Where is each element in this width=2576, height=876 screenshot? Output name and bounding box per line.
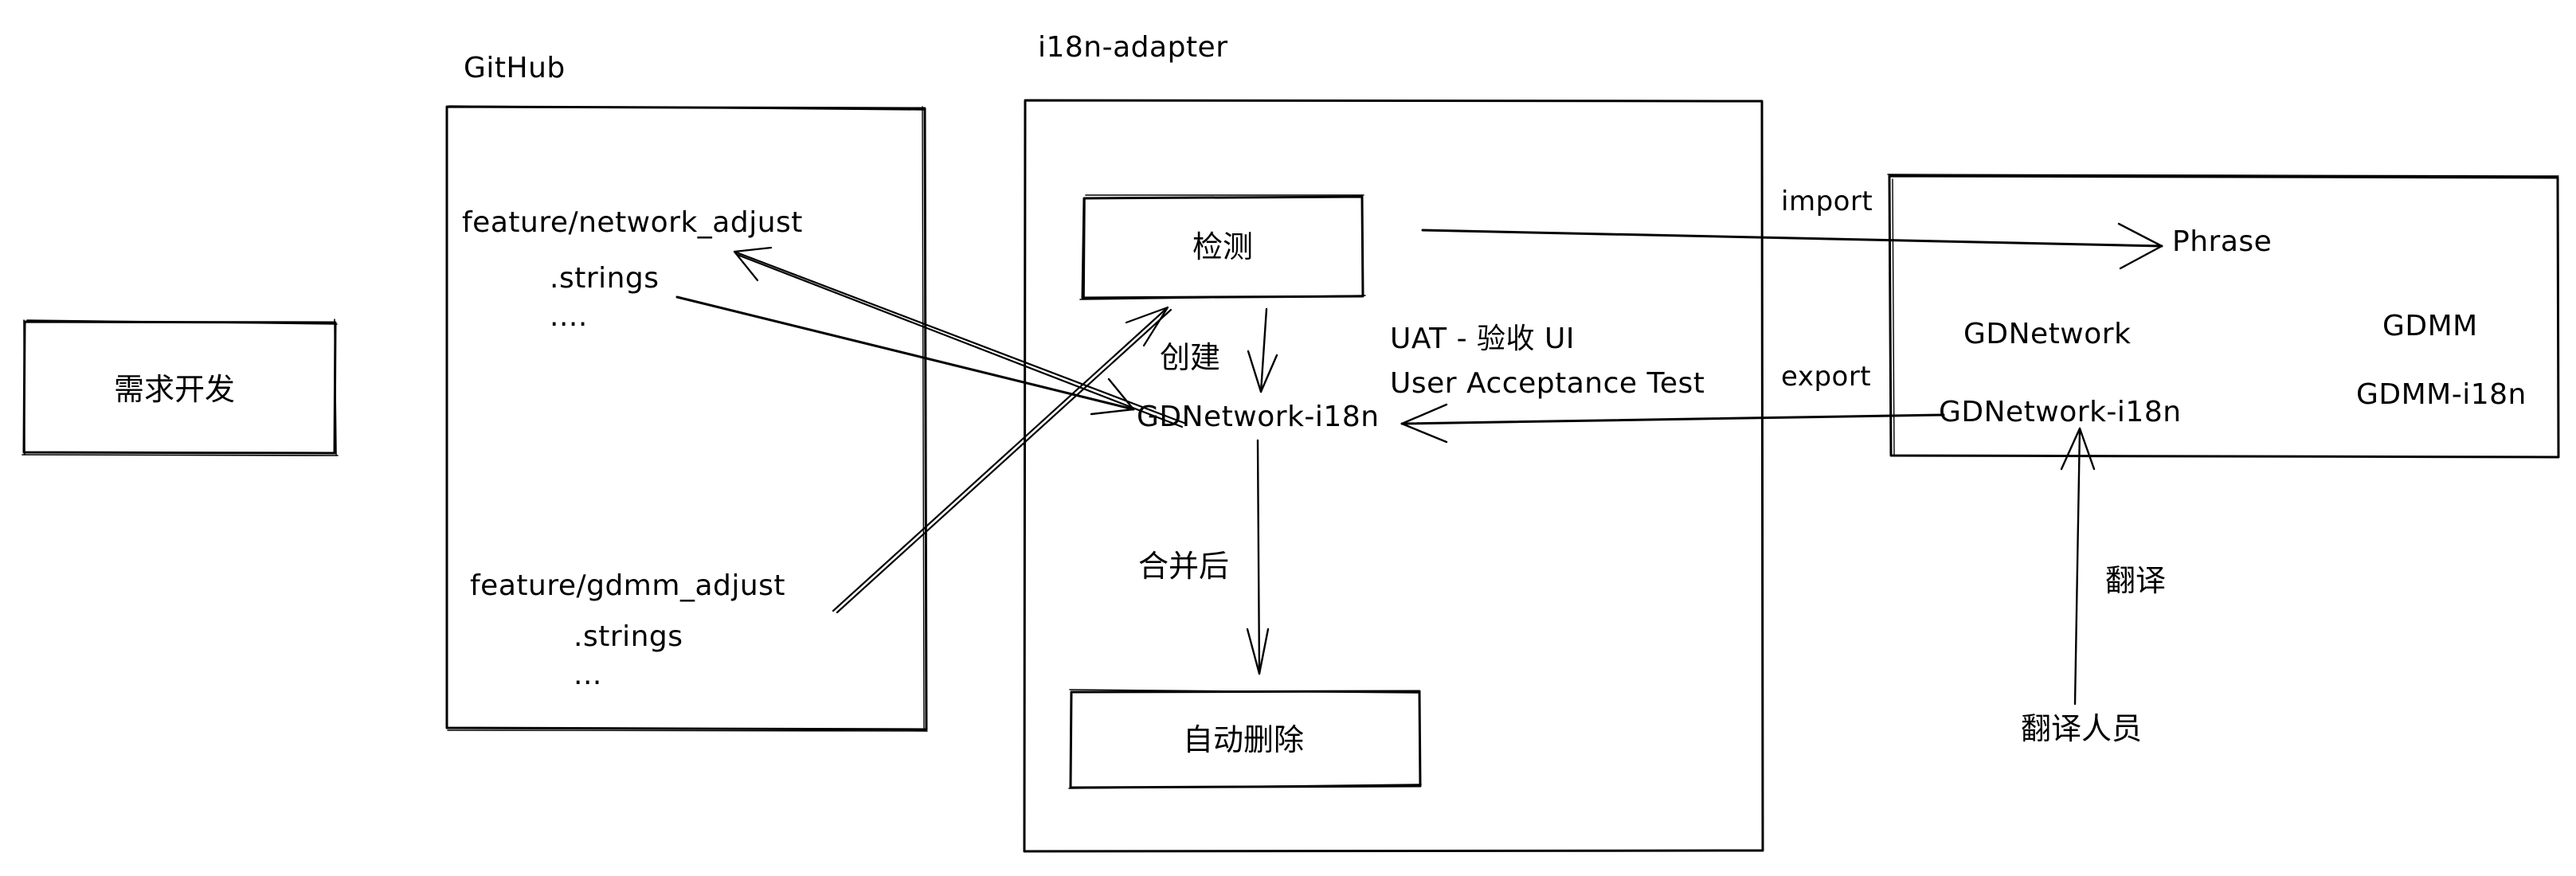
- translate-action-label: 翻译: [2105, 563, 2167, 598]
- phrase-project-gdnetwork[interactable]: GDNetwork: [1963, 318, 2132, 350]
- branch-network-name[interactable]: feature/network_adjust: [462, 206, 803, 239]
- uat-line2: User Acceptance Test: [1390, 367, 1705, 400]
- branch-network-more: ....: [550, 300, 588, 333]
- merge-label: 合并后: [1138, 549, 1230, 584]
- adapter-title: i18n-adapter: [1038, 31, 1228, 64]
- branch-gdmm-name[interactable]: feature/gdmm_adjust: [470, 569, 786, 602]
- arrow-create-to-network-branch: [733, 246, 1188, 428]
- arrow-gdmm-branch-to-detect: [832, 306, 1173, 614]
- arrow-detect-to-repo: [1247, 307, 1278, 393]
- phrase-project-gdnetwork-i18n[interactable]: GDNetwork-i18n: [1939, 396, 2182, 428]
- delete-box[interactable]: [1068, 689, 1422, 789]
- arrow-repo-to-delete: [1246, 439, 1270, 675]
- import-label: import: [1781, 186, 1873, 217]
- requirement-box-label: 需求开发: [114, 372, 236, 407]
- phrase-project-gdmm[interactable]: GDMM: [2382, 310, 2478, 342]
- delete-box-label: 自动删除: [1183, 722, 1305, 757]
- create-label: 创建: [1160, 340, 1221, 375]
- adapter-repo-label[interactable]: GDNetwork-i18n: [1137, 401, 1380, 433]
- branch-network-file: .strings: [550, 262, 660, 295]
- detect-box-label: 检测: [1192, 229, 1254, 264]
- phrase-title: Phrase: [2172, 225, 2273, 258]
- export-label: export: [1781, 361, 1872, 393]
- github-title: GitHub: [464, 52, 566, 84]
- adapter-box: [1023, 99, 1764, 853]
- arrow-export-to-repo: [1400, 403, 1945, 444]
- github-box: [445, 105, 928, 732]
- phrase-project-gdmm-i18n[interactable]: GDMM-i18n: [2356, 378, 2527, 411]
- arrow-strings-to-repo: [675, 295, 1135, 416]
- detect-box[interactable]: [1079, 194, 1366, 300]
- requirement-box[interactable]: [22, 319, 339, 456]
- arrow-translator-to-phrase: [2060, 427, 2096, 706]
- branch-gdmm-more: ...: [574, 659, 602, 691]
- translator-role-label: 翻译人员: [2021, 711, 2143, 746]
- uat-line1: UAT - 验收 UI: [1390, 323, 1575, 355]
- arrow-import-to-phrase: [1421, 222, 2163, 270]
- phrase-box: [1887, 174, 2560, 459]
- branch-gdmm-file: .strings: [574, 620, 683, 653]
